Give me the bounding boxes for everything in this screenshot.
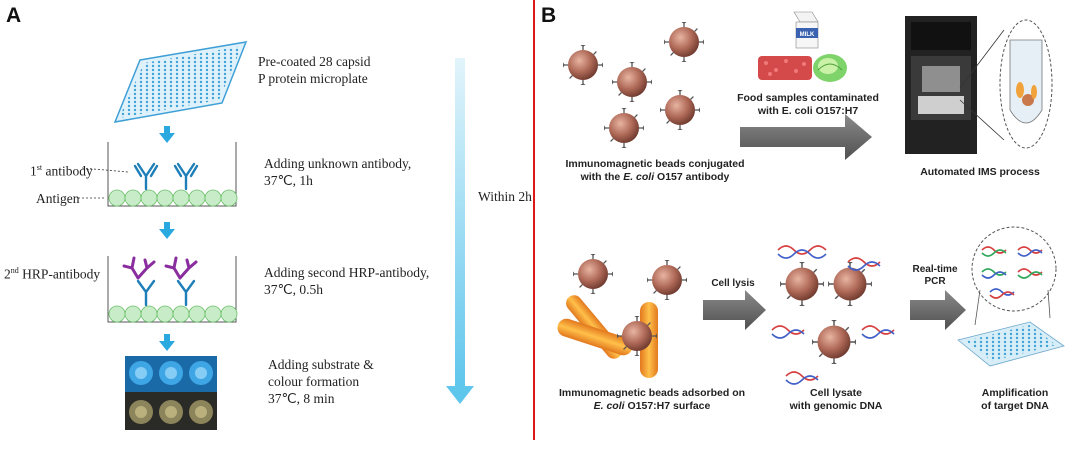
time-arrow (446, 58, 474, 404)
second-antibody-sup: nd (10, 266, 19, 275)
food-caption: Food samples contaminated with E. coli O… (728, 92, 888, 118)
beads-caption-pre: with the (580, 171, 624, 183)
amp-caption-line1: Amplification (981, 387, 1049, 399)
step1-line1: Pre-coated 28 capsid (258, 54, 371, 69)
pcr-label-line2: PCR (924, 276, 946, 287)
step4-line2: colour formation (268, 374, 360, 389)
adsorbed-caption-post: O157:H7 surface (624, 400, 711, 412)
step2-line2: 37℃, 1h (264, 173, 313, 188)
ims-caption: Automated IMS process (920, 166, 1040, 178)
panel-a-illustration (78, 41, 474, 430)
down-arrow-1 (159, 126, 175, 143)
milk-label: MILK (800, 32, 815, 38)
second-antibody-label: 2nd HRP-antibody (4, 262, 100, 283)
step4-line3: 37℃, 8 min (268, 391, 335, 406)
substrate-wells-photo (125, 356, 217, 430)
first-antibody-post: antibody (42, 163, 93, 179)
beads-caption-post: O157 antibody (654, 171, 730, 183)
ground-meat-icon (758, 56, 812, 80)
panel-b-illustration: MILK (557, 11, 1065, 385)
first-antibody-icon (133, 162, 199, 191)
panel-a-letter: A (6, 4, 22, 27)
beads-caption: Immunomagnetic beads conjugated with the… (555, 158, 755, 184)
well-2 (107, 256, 238, 323)
lysate-caption-line2: with genomic DNA (789, 400, 883, 412)
cell-lysate-icon (771, 245, 895, 385)
down-arrow-3 (159, 334, 175, 351)
step1-line2: P protein microplate (258, 71, 368, 86)
hrp-antibody-icon (122, 256, 198, 280)
lysate-caption: Cell lysate with genomic DNA (786, 387, 886, 413)
amp-caption-line2: of target DNA (981, 400, 1049, 412)
well-1 (107, 142, 238, 207)
time-label: Within 2h (478, 189, 532, 204)
lysate-caption-line1: Cell lysate (810, 387, 862, 399)
adsorbed-caption: Immunomagnetic beads adsorbed on E. coli… (552, 387, 752, 413)
adsorbed-beads-icon (557, 254, 687, 378)
step3-line1: Adding second HRP-antibody, (264, 265, 430, 280)
antigen-label: Antigen (36, 191, 80, 206)
second-antibody-pre: 2 (4, 266, 11, 282)
pcr-label: Real-time PCR (900, 264, 970, 288)
pcr-label-line1: Real-time (912, 264, 958, 275)
step4-label: Adding substrate & colour formation 37℃,… (268, 356, 374, 407)
milk-carton-icon: MILK (793, 11, 819, 49)
step4-line1: Adding substrate & (268, 357, 374, 372)
amplification-icon (957, 226, 1065, 367)
antigen-row-1 (108, 189, 238, 207)
beads-caption-line1: Immunomagnetic beads conjugated (565, 158, 745, 170)
first-antibody-pre: 1 (30, 163, 37, 179)
ims-device-icon (905, 16, 1005, 154)
adsorbed-caption-line1: Immunomagnetic beads adsorbed on (558, 387, 746, 399)
adsorbed-caption-italic: E. coli (593, 400, 625, 412)
food-caption-line1: Food samples contaminated (737, 92, 879, 104)
ims-tube-zoom-icon (999, 19, 1053, 149)
amplification-caption: Amplification of target DNA (965, 387, 1065, 413)
conjugated-beads-icon (563, 22, 704, 148)
process-arrow-2 (703, 290, 766, 330)
step2-line1: Adding unknown antibody, (264, 156, 412, 171)
adsorbed-caption-line2: E. coli O157:H7 surface (552, 400, 752, 413)
process-arrow-3 (910, 290, 966, 330)
beads-caption-line2: with the E. coli O157 antibody (555, 171, 755, 184)
beads-caption-italic: E. coli (623, 171, 655, 183)
lysis-label: Cell lysis (711, 278, 755, 289)
step3-line2: 37℃, 0.5h (264, 282, 324, 297)
step2-label: Adding unknown antibody, 37℃, 1h (264, 155, 411, 189)
second-antibody-post: HRP-antibody (18, 266, 101, 282)
first-antibody-label: 1st antibody (30, 159, 93, 180)
step1-label: Pre-coated 28 capsid P protein microplat… (258, 53, 370, 87)
lettuce-icon (813, 54, 847, 82)
process-arrow-1 (740, 114, 872, 160)
step3-label: Adding second HRP-antibody, 37℃, 0.5h (264, 264, 429, 298)
food-caption-line2: with E. coli O157:H7 (757, 105, 859, 117)
microplate-icon (113, 41, 248, 123)
first-antibody-sup: st (36, 163, 43, 172)
panel-b-letter: B (541, 4, 557, 27)
panel-divider (533, 0, 535, 440)
down-arrow-2 (159, 222, 175, 239)
